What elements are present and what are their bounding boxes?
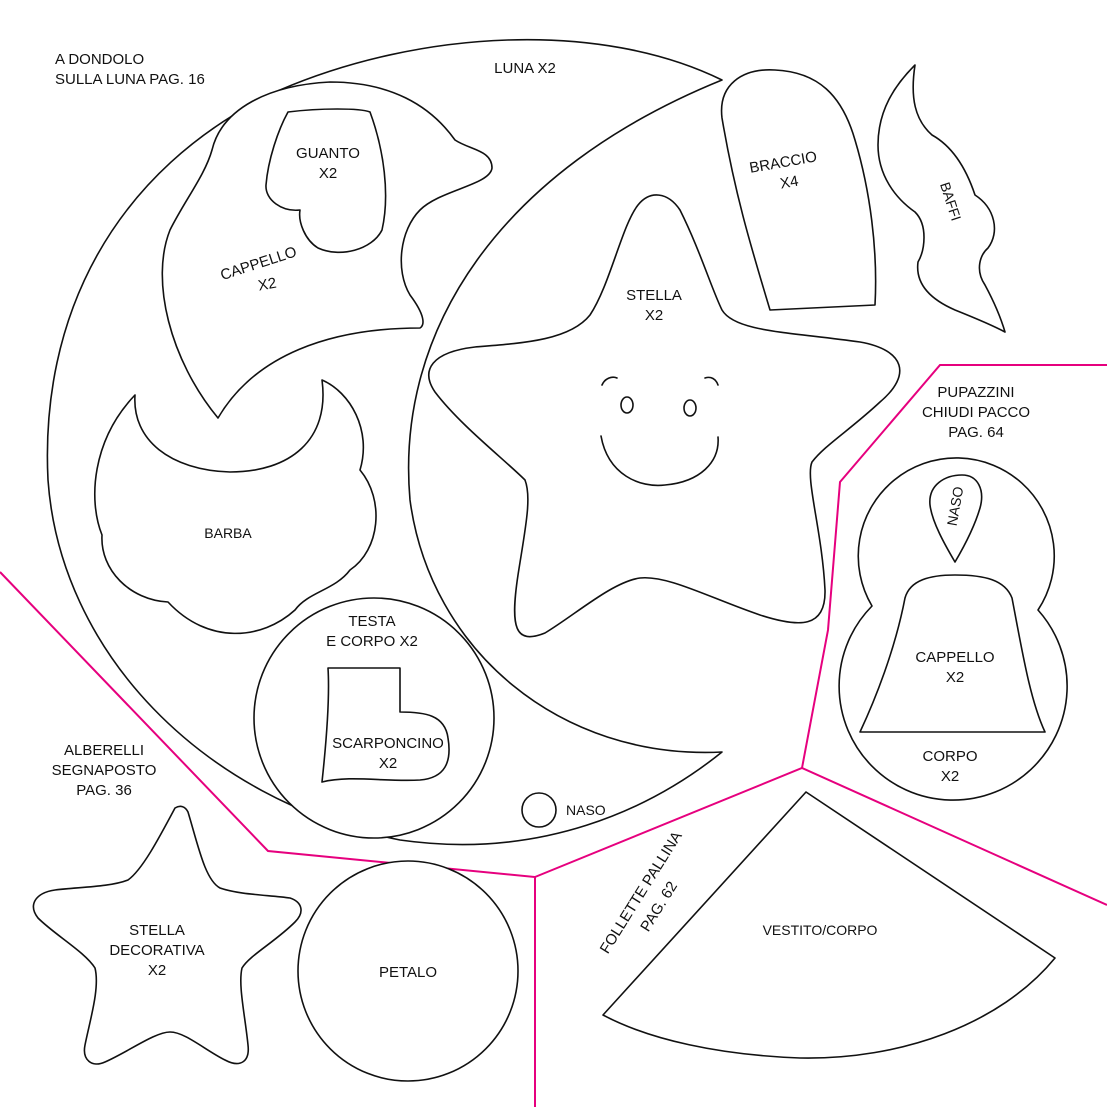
beard-label: BARBA	[204, 525, 252, 541]
snowman-nose-piece	[929, 474, 983, 563]
boot-piece	[321, 667, 450, 783]
big-star-piece	[428, 194, 901, 638]
dress-body-label: VESTITO/CORPO	[763, 922, 878, 938]
head-body-label-line2: E CORPO X2	[326, 633, 418, 650]
petal-label: PETALO	[379, 964, 437, 981]
beard-piece	[94, 379, 377, 635]
right-eye	[683, 399, 697, 417]
dress-body-piece	[602, 791, 1056, 1059]
moon-swing-title-line1: A DONDOLO	[55, 51, 144, 68]
nose-circle	[521, 792, 557, 828]
smile	[600, 435, 719, 487]
moustache-piece	[877, 64, 1006, 333]
left-eyebrow	[601, 376, 618, 386]
arm-qty: X4	[779, 173, 800, 193]
snowman-body-label: CORPO	[922, 748, 977, 765]
big-star-label: STELLA	[626, 287, 682, 304]
head-body-label-line1: TESTA	[348, 613, 395, 630]
trees-title-line2: SEGNAPOSTO	[52, 762, 157, 779]
mitten-label: GUANTO	[296, 145, 360, 162]
gift-wrap-title-line2: CHIUDI PACCO	[922, 404, 1030, 421]
boot-label: SCARPONCINO	[332, 735, 444, 752]
trees-title-line1: ALBERELLI	[64, 742, 144, 759]
decorative-star-label-line1: STELLA	[129, 922, 185, 939]
hat-qty: X2	[257, 275, 278, 295]
big-star-qty: X2	[645, 307, 663, 324]
divider-right	[801, 364, 1107, 769]
snowman-body-qty: X2	[941, 768, 959, 785]
snowman-hat-qty: X2	[946, 669, 964, 686]
snowman-hat-piece	[859, 574, 1046, 733]
moon-label: LUNA X2	[494, 60, 556, 77]
gift-wrap-title-line1: PUPAZZINI	[937, 384, 1014, 401]
moon-swing-title-line2: SULLA LUNA PAG. 16	[55, 71, 205, 88]
mitten-piece	[265, 108, 387, 254]
trees-title-line3: PAG. 36	[76, 782, 132, 799]
nose-label: NASO	[566, 802, 606, 818]
decorative-star-label-line3: X2	[148, 962, 166, 979]
decorative-star-label-line2: DECORATIVA	[109, 942, 204, 959]
petal-circle	[297, 860, 519, 1082]
boot-qty: X2	[379, 755, 397, 772]
decorative-star-piece	[32, 805, 302, 1065]
gift-wrap-title-line3: PAG. 64	[948, 424, 1004, 441]
right-eyebrow	[704, 376, 719, 386]
snowman-hat-label: CAPPELLO	[915, 649, 994, 666]
snowman-nose-label: NASO	[944, 485, 967, 527]
mitten-qty: X2	[319, 165, 337, 182]
star-face	[600, 376, 719, 487]
arm-piece	[720, 69, 877, 311]
left-eye	[620, 396, 634, 414]
